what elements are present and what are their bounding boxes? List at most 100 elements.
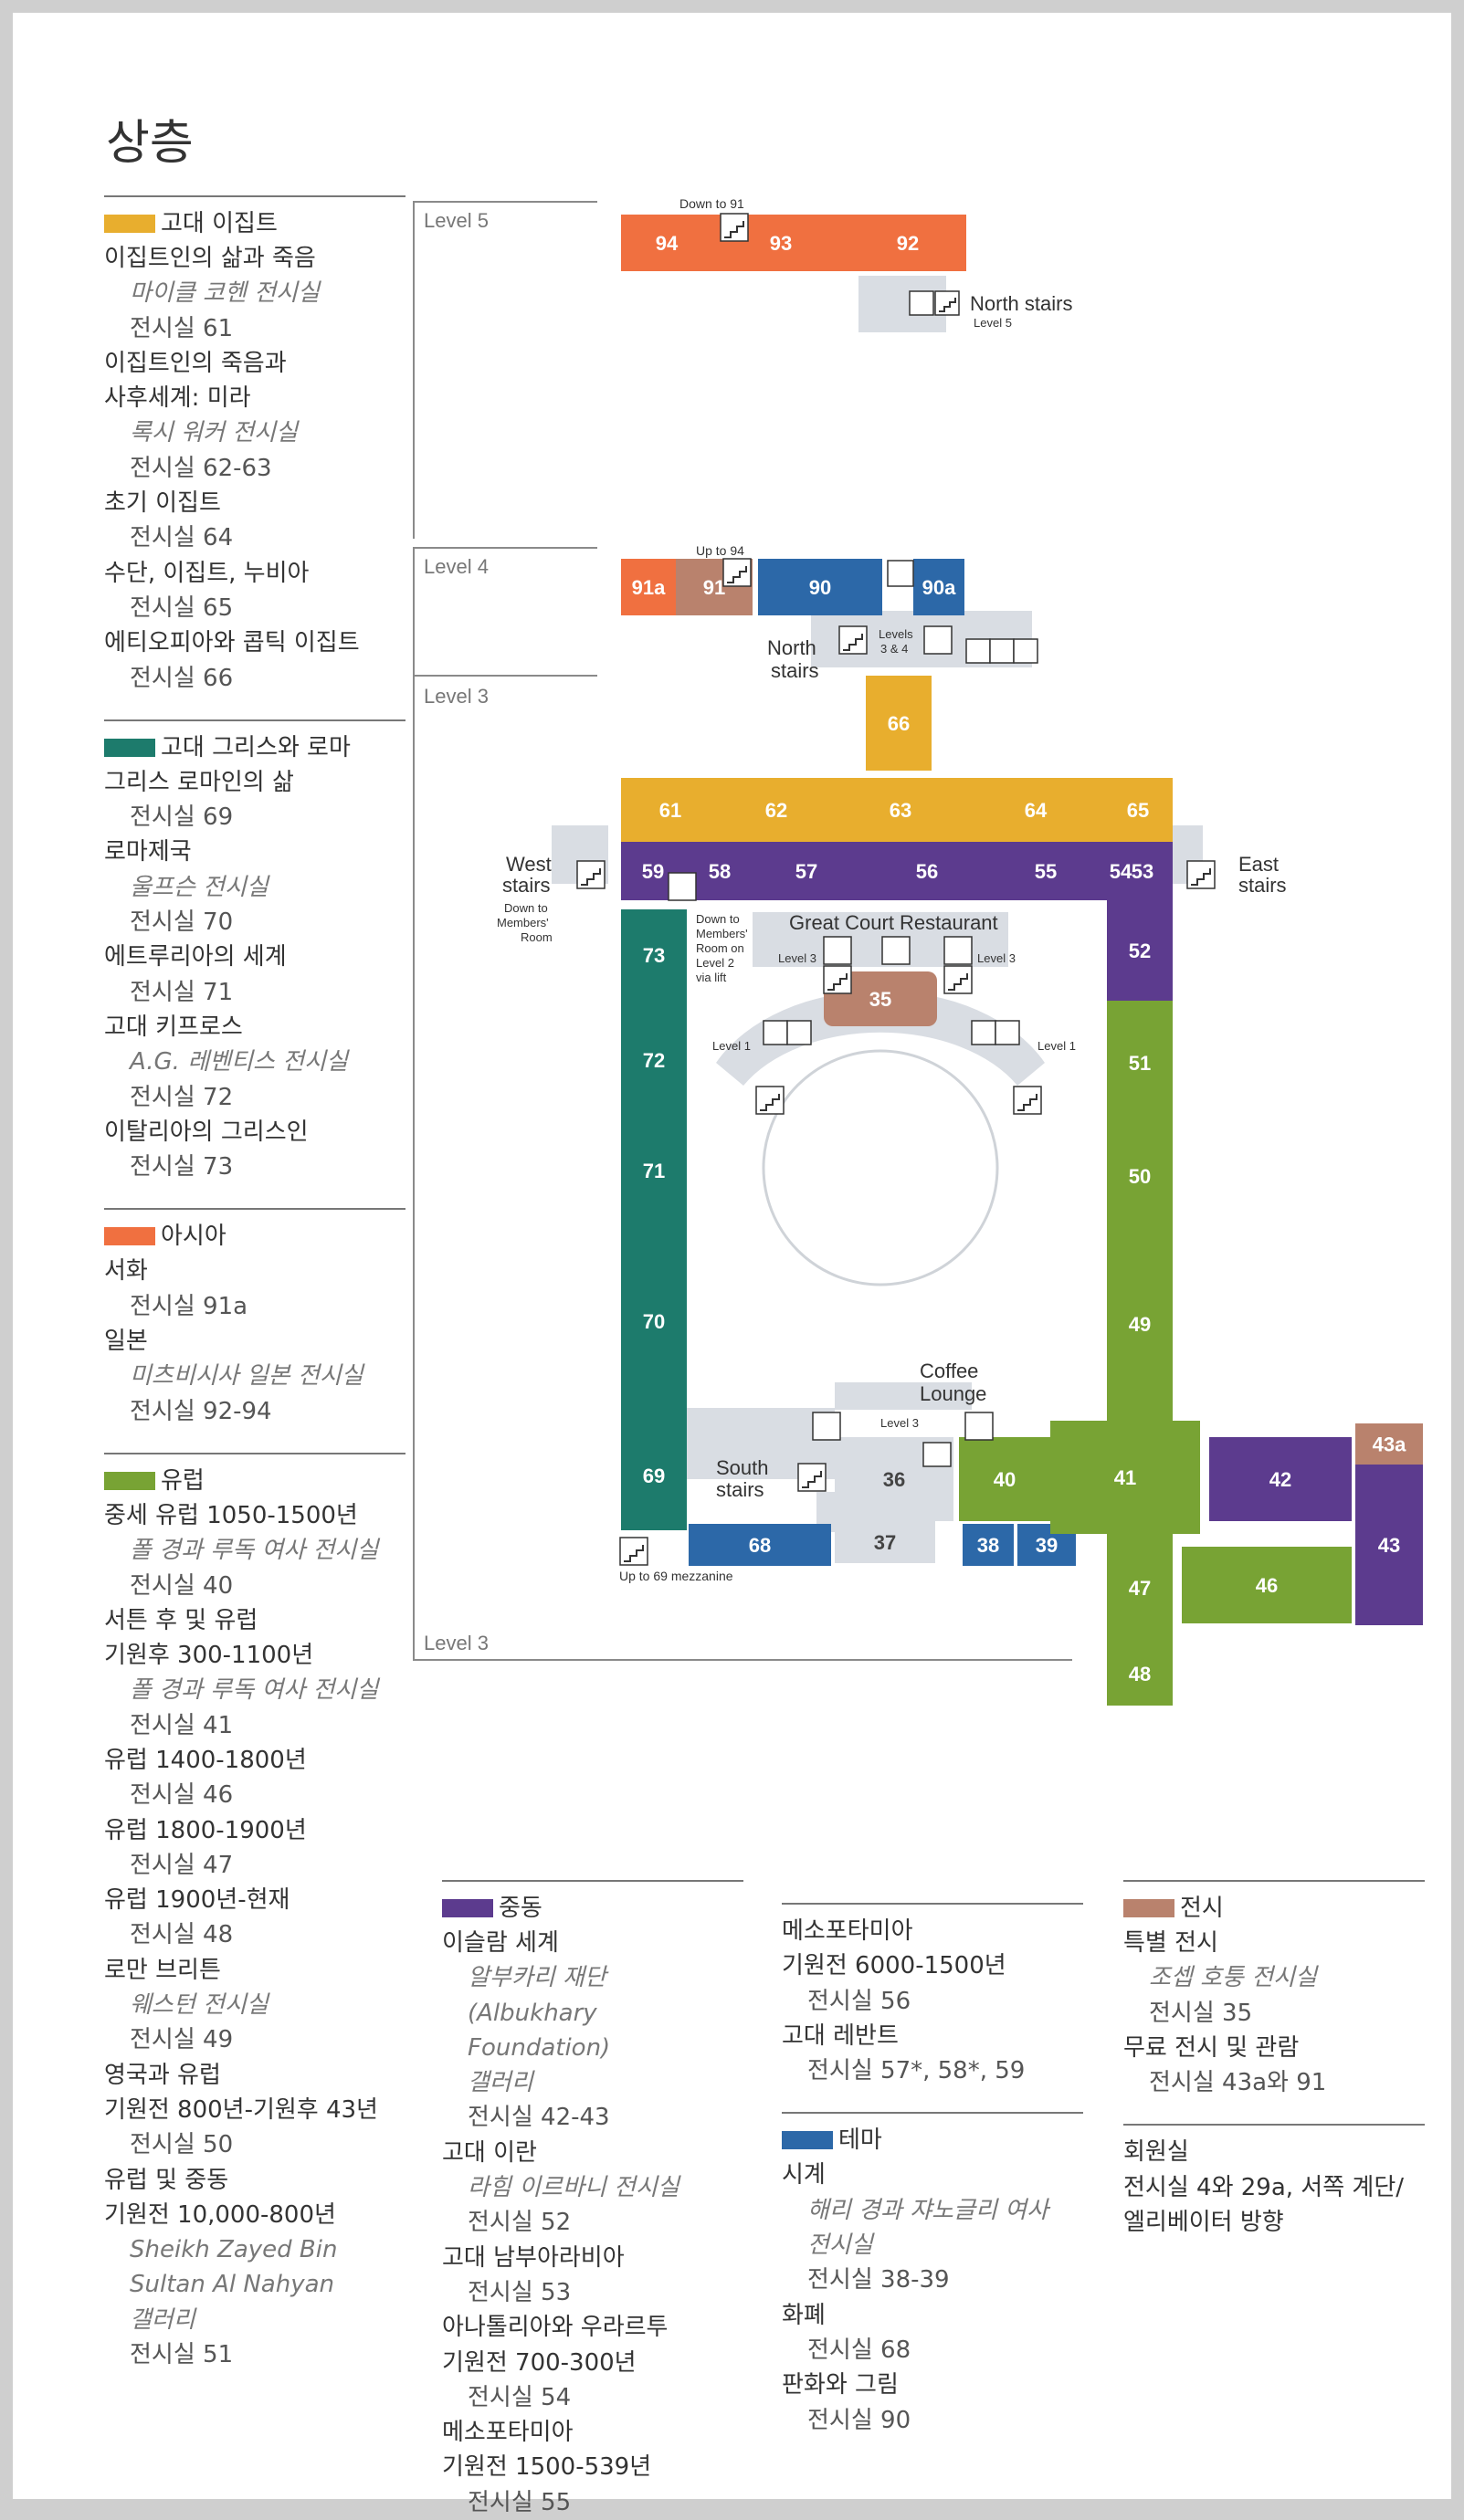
label-level1-b: Level 1 (1037, 1039, 1076, 1053)
lift-icon-l5-north[interactable] (909, 290, 934, 316)
north-stairs-level4[interactable] (811, 611, 944, 667)
room-69[interactable] (621, 1421, 687, 1530)
room-41[interactable] (1050, 1421, 1200, 1534)
lift-icon-south-left[interactable] (812, 1412, 841, 1441)
room-56[interactable] (858, 842, 995, 900)
legend-room-number: 전시실 56 (807, 1987, 911, 2015)
legend-entry: 화폐 (782, 2301, 826, 2329)
room-91a[interactable] (621, 559, 676, 615)
accessible-icon-level1-left[interactable] (786, 1020, 812, 1045)
legend-room-number: 전시실 49 (130, 2026, 234, 2054)
legend-entry: 기원전 6000-1500년 (782, 1952, 1006, 1980)
legend-rule (1123, 1880, 1425, 1882)
legend-entry: 고대 레반트 (782, 2021, 899, 2050)
great-court-walkway (716, 991, 1045, 1086)
room-50[interactable] (1107, 1125, 1173, 1227)
legend-room-number: 전시실 55 (468, 2488, 572, 2516)
room-40[interactable] (959, 1437, 1050, 1521)
room-90[interactable] (758, 559, 882, 615)
lift-icon-court-left[interactable] (823, 936, 852, 965)
legend-entry: 사후세계: 미라 (104, 384, 251, 413)
lift-icon-level1-left[interactable] (763, 1020, 788, 1045)
legend-gallery-sponsor: 웨스턴 전시실 (130, 1991, 269, 2020)
toilet-icon[interactable] (965, 638, 991, 664)
room-38[interactable] (963, 1524, 1014, 1566)
legend-room-number: 전시실 38-39 (807, 2266, 950, 2294)
restaurant-icon[interactable] (881, 936, 911, 965)
coffee-lounge-strip[interactable] (835, 1382, 972, 1410)
legend-entry: 기원전 700-300년 (442, 2348, 637, 2377)
room-number-41: 41 (1114, 1466, 1136, 1489)
room-52[interactable] (1107, 900, 1173, 1001)
room-73[interactable] (621, 909, 687, 1001)
room-62[interactable] (720, 778, 833, 842)
legend-room-number: 전시실 53 (468, 2278, 572, 2306)
legend-room-number: 전시실 90 (807, 2406, 911, 2434)
room-number-62: 62 (765, 799, 787, 822)
legend-room-number: 전시실 71 (130, 978, 234, 1006)
room-65[interactable] (1103, 778, 1173, 842)
room-72[interactable] (621, 1001, 687, 1119)
lift-icon-court-right[interactable] (943, 936, 973, 965)
legend-room-number: 전시실 40 (130, 1571, 234, 1600)
room-68[interactable] (689, 1524, 831, 1566)
legend-entry: 중세 유럽 1050-1500년 (104, 1501, 358, 1529)
room-61[interactable] (621, 778, 720, 842)
room-43[interactable] (1355, 1465, 1423, 1625)
legend-entry: 이슬람 세계 (442, 1929, 559, 1957)
room-number-51: 51 (1129, 1052, 1151, 1075)
room-number-50: 50 (1129, 1165, 1151, 1188)
accessible-icon-level1-right[interactable] (971, 1020, 996, 1045)
room-55[interactable] (995, 842, 1096, 900)
lift-icon-west[interactable] (668, 872, 697, 901)
legend-entry: 일본 (104, 1328, 148, 1356)
label-members-lift-a: Down to (696, 912, 740, 926)
room-43a[interactable] (1355, 1423, 1423, 1465)
room-49[interactable] (1107, 1227, 1173, 1421)
label-south: South (716, 1456, 769, 1479)
room-53[interactable] (1112, 842, 1173, 900)
accessible-icon[interactable] (989, 638, 1015, 664)
room-number-42: 42 (1269, 1468, 1291, 1491)
room-35[interactable] (824, 971, 937, 1026)
room-number-91: 91 (703, 576, 725, 599)
room-51[interactable] (1107, 1001, 1173, 1125)
legend-room-number: 전시실 43a와 91 (1149, 2069, 1327, 2097)
room-42[interactable] (1209, 1437, 1352, 1521)
legend-group-title: 고대 이집트 (161, 209, 278, 237)
room-71[interactable] (621, 1119, 687, 1222)
coffee-icon[interactable] (922, 1442, 952, 1467)
baby-change-icon[interactable] (1013, 638, 1038, 664)
legend-rule (104, 195, 405, 197)
room-57[interactable] (754, 842, 858, 900)
legend-entry: 유럽 1900년-현재 (104, 1886, 290, 1915)
room-48[interactable] (1107, 1642, 1173, 1706)
legend-entry: 아나톨리아와 우라르투 (442, 2314, 669, 2342)
legend-room-number: 전시실 62-63 (130, 454, 272, 482)
room-94[interactable] (621, 215, 712, 271)
room-64[interactable] (968, 778, 1103, 842)
lift-icon-level1-right[interactable] (995, 1020, 1020, 1045)
room-47[interactable] (1107, 1534, 1173, 1642)
legend-group-title: 전시 (1180, 1894, 1224, 1922)
room-46[interactable] (1182, 1547, 1352, 1623)
legend-room-number: 전시실 70 (130, 908, 234, 937)
legend-gallery-sponsor: (Albukhary Foundation) (468, 1999, 611, 2062)
room-number-35: 35 (869, 988, 891, 1011)
room-90a[interactable] (913, 559, 964, 615)
room-66[interactable] (866, 676, 932, 771)
lift-icon-north-l4[interactable] (923, 625, 953, 655)
legend-gallery-sponsor: 울프슨 전시실 (130, 873, 269, 901)
shop-icon-l4[interactable] (887, 560, 914, 587)
lift-icon-south-right[interactable] (964, 1412, 994, 1441)
room-number-69: 69 (643, 1465, 665, 1487)
stair-glyphs (581, 221, 1211, 1562)
legend-gallery-sponsor: 갤러리 (468, 2069, 533, 2097)
room-92[interactable] (849, 215, 966, 271)
room-63[interactable] (833, 778, 968, 842)
room-70[interactable] (621, 1222, 687, 1421)
room-37[interactable] (835, 1521, 935, 1563)
label-stairs-l4: stairs (771, 659, 819, 682)
